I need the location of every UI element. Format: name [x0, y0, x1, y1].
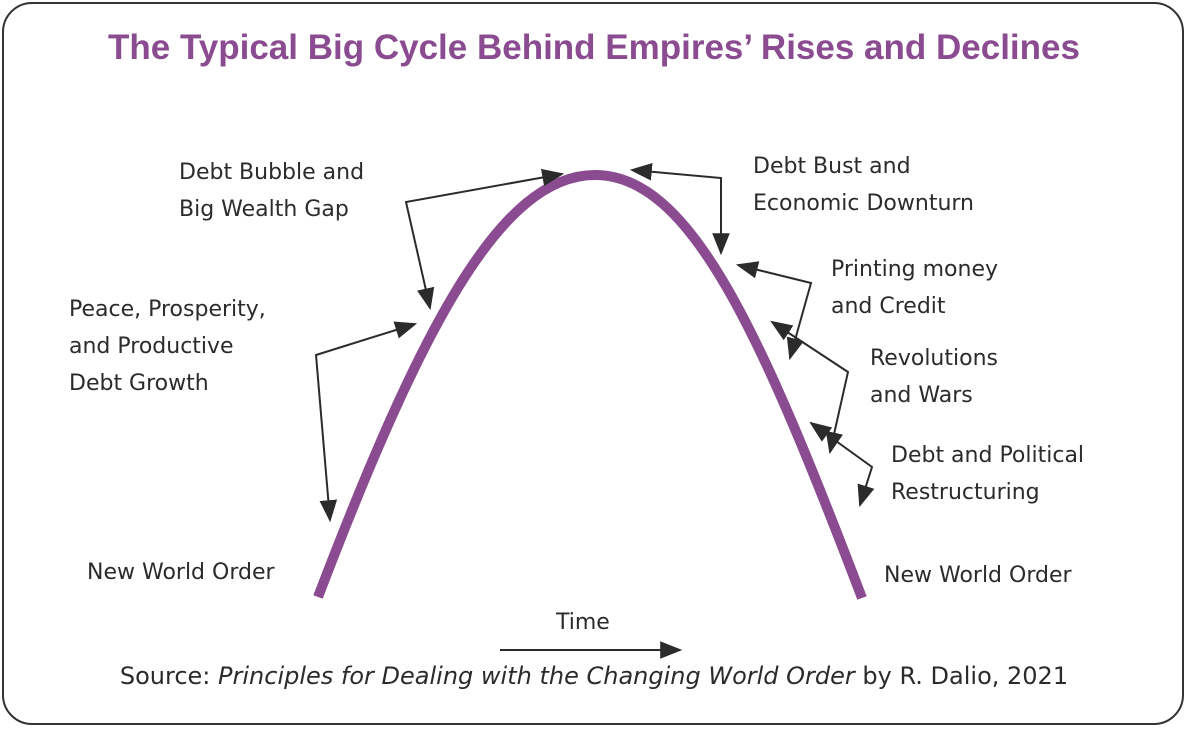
revolutions-arrow	[770, 320, 850, 455]
label-time: Time	[556, 610, 610, 635]
diagram-title: The Typical Big Cycle Behind Empires’ Ri…	[108, 28, 1080, 67]
bubble-arrow	[404, 168, 565, 311]
label-line: Debt Growth	[69, 371, 209, 396]
label-line: and Credit	[831, 294, 946, 319]
label-line: Revolutions	[870, 346, 998, 371]
label-bust: Debt Bust and Economic Downturn	[753, 148, 974, 222]
label-line: Printing money	[831, 257, 999, 282]
label-line: Debt Bust and	[753, 154, 911, 179]
peace-arrow	[314, 321, 418, 523]
big-cycle-curve	[313, 169, 867, 600]
source-book: Principles for Dealing with the Changing…	[218, 662, 855, 690]
label-new-order-left: New World Order	[87, 560, 275, 585]
printing-arrow	[735, 261, 813, 361]
label-printing: Printing money and Credit	[831, 251, 998, 325]
label-line: Peace, Prosperity,	[69, 297, 266, 322]
source-prefix: Source:	[119, 662, 219, 690]
source-caption: Source: Principles for Dealing with the …	[0, 662, 1188, 690]
label-line: Restructuring	[891, 480, 1040, 505]
label-bubble: Debt Bubble and Big Wealth Gap	[179, 154, 364, 228]
label-new-order-right: New World Order	[884, 563, 1072, 588]
label-line: Big Wealth Gap	[179, 197, 349, 222]
label-line: Debt Bubble and	[179, 160, 365, 185]
label-revolutions: Revolutions and Wars	[870, 340, 998, 414]
label-line: and Wars	[870, 383, 973, 408]
label-restructuring: Debt and Political Restructuring	[891, 437, 1084, 511]
label-line: Debt and Political	[891, 443, 1085, 468]
restructuring-arrow	[809, 421, 875, 508]
label-peace: Peace, Prosperity, and Productive Debt G…	[69, 291, 266, 402]
bust-arrow	[629, 163, 730, 256]
source-suffix: by R. Dalio, 2021	[854, 662, 1069, 690]
label-line: and Productive	[69, 334, 234, 359]
label-line: Economic Downturn	[753, 191, 974, 216]
